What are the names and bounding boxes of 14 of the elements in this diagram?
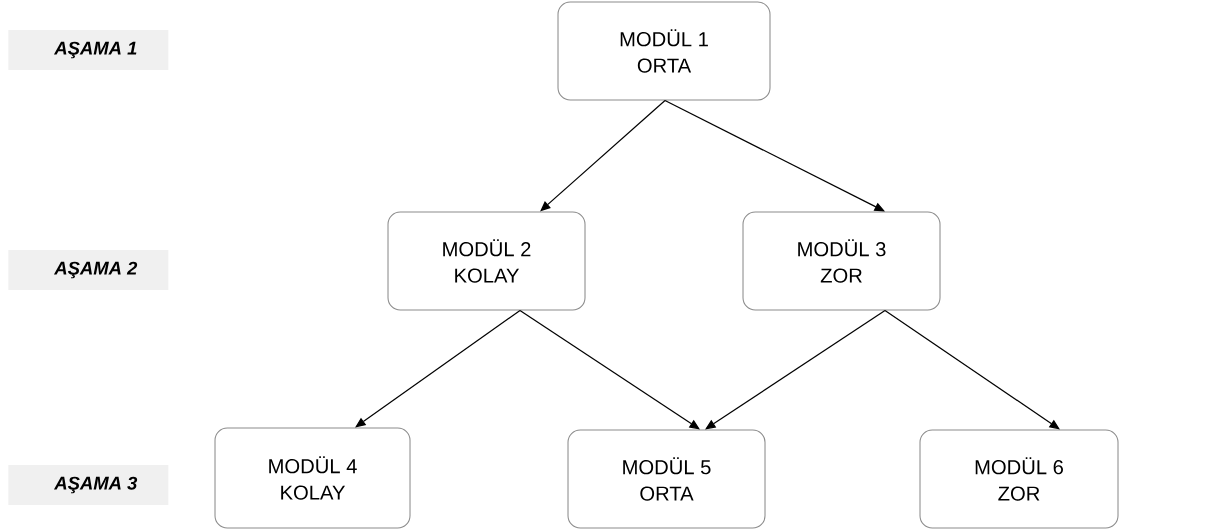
module-box: MODÜL 2 KOLAY bbox=[387, 211, 586, 311]
module-box: MODÜL 4 KOLAY bbox=[214, 427, 411, 529]
arrow bbox=[664, 99, 885, 212]
stage-label: AŞAMA 1 bbox=[8, 30, 169, 70]
arrow bbox=[355, 309, 521, 428]
module-box: MODÜL 3 ZOR bbox=[742, 211, 941, 311]
module-box: MODÜL 5 ORTA bbox=[567, 429, 766, 529]
module-box: MODÜL 1 ORTA bbox=[557, 1, 771, 101]
stage-label: AŞAMA 2 bbox=[8, 250, 169, 290]
arrow bbox=[519, 309, 700, 430]
arrow bbox=[705, 309, 886, 430]
module-box: MODÜL 6 ZOR bbox=[919, 429, 1119, 529]
arrow bbox=[884, 309, 1060, 430]
stage-label: AŞAMA 3 bbox=[8, 465, 169, 505]
